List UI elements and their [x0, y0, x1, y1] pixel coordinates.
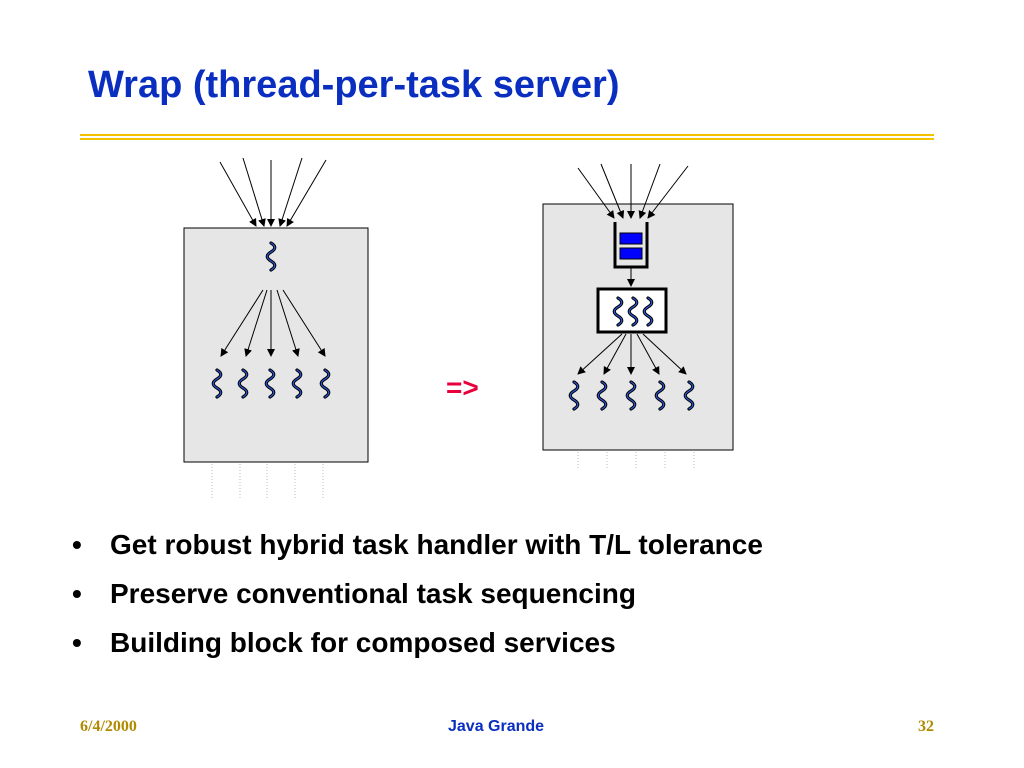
- footer-title: Java Grande: [448, 718, 545, 735]
- footer-date: 6/4/2000: [80, 718, 137, 735]
- title-underline-top: [80, 134, 934, 136]
- left-server-panel: [183, 157, 369, 498]
- bullet-text: Get robust hybrid task handler with T/L …: [110, 529, 763, 560]
- footer-page-number: 32: [918, 718, 934, 735]
- worker-pool-box: [596, 287, 668, 334]
- left-output-lines: [211, 464, 324, 498]
- task-queue-icon: [613, 222, 649, 269]
- queue-slot: [619, 232, 643, 245]
- bullet-dot: •: [72, 627, 82, 658]
- bullet-item: • Preserve conventional task sequencing: [72, 569, 763, 618]
- left-server-box: [183, 227, 369, 463]
- right-incoming-arrows: [577, 163, 689, 219]
- slide-title: Wrap (thread-per-task server): [88, 64, 620, 106]
- queue-slot: [619, 247, 643, 260]
- left-spawn-arrows: [220, 289, 326, 357]
- left-incoming-arrows: [219, 157, 327, 227]
- transition-arrow-text: =>: [446, 372, 479, 403]
- bullet-dot: •: [72, 529, 82, 560]
- title-underline-bottom: [80, 138, 934, 140]
- bullet-list: • Get robust hybrid task handler with T/…: [72, 520, 763, 667]
- bullet-text: Preserve conventional task sequencing: [110, 578, 636, 609]
- right-output-lines: [577, 452, 695, 470]
- bullet-dot: •: [72, 578, 82, 609]
- bullet-text: Building block for composed services: [110, 627, 616, 658]
- bullet-item: • Get robust hybrid task handler with T/…: [72, 520, 763, 569]
- bullet-item: • Building block for composed services: [72, 618, 763, 667]
- right-server-panel: [542, 163, 734, 470]
- right-spawn-arrows: [577, 333, 687, 375]
